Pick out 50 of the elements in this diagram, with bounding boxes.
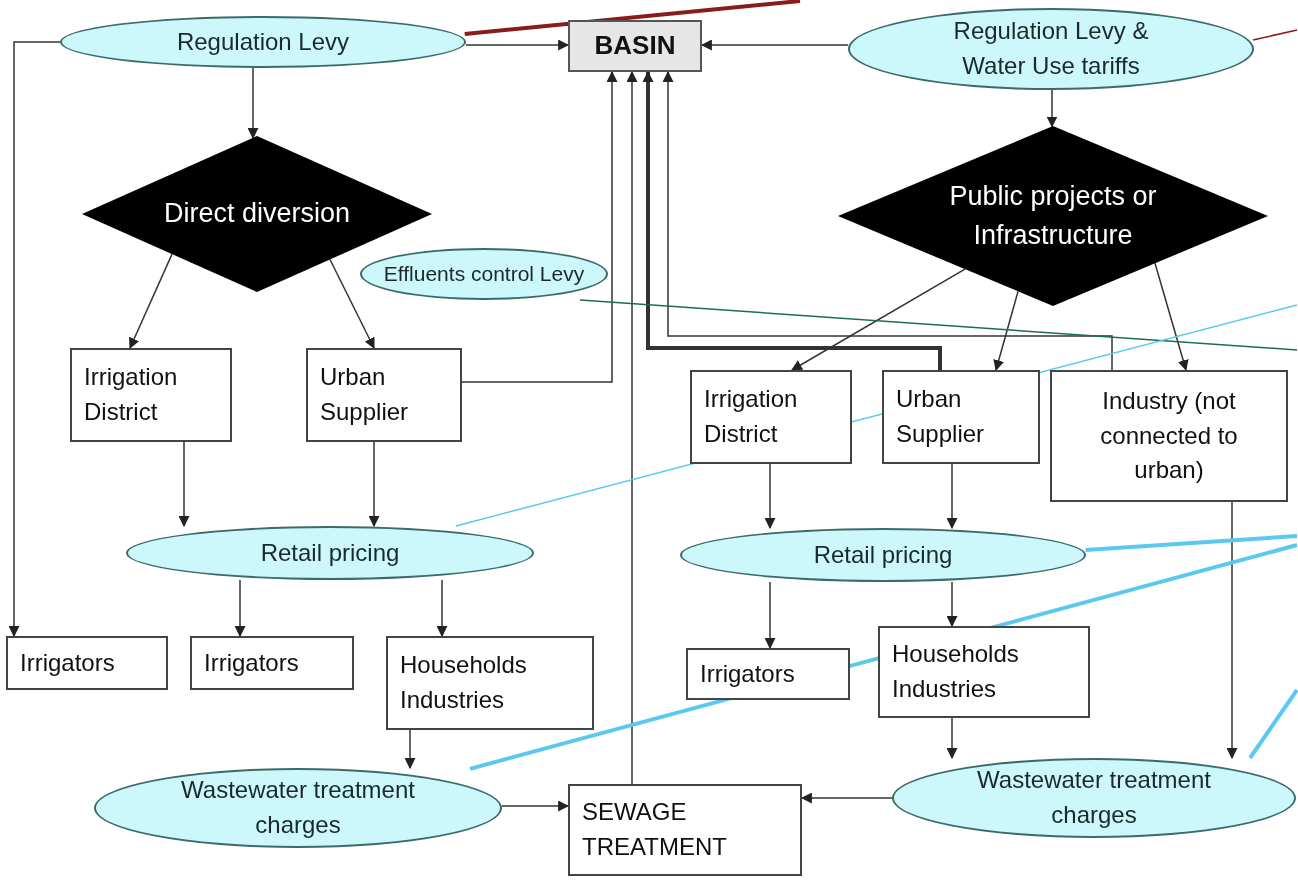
process-box: Irrigators — [686, 648, 850, 700]
arrow — [642, 70, 942, 370]
levy-oval: Retail pricing — [680, 528, 1086, 582]
levy-oval: Retail pricing — [126, 526, 534, 580]
arrow — [436, 579, 448, 638]
arrow — [1046, 89, 1058, 128]
arrow — [764, 463, 776, 530]
leader-line — [1248, 688, 1298, 760]
levy-oval: Regulation Levy — [60, 16, 466, 68]
arrow — [1154, 262, 1189, 372]
levy-oval: Wastewater treatment charges — [892, 758, 1296, 838]
arrow — [129, 253, 173, 349]
arrow — [662, 70, 1113, 371]
levy-oval: Regulation Levy & Water Use tariffs — [848, 8, 1254, 90]
arrow — [946, 463, 958, 530]
leader-line — [1252, 29, 1298, 41]
process-box: Urban Supplier — [306, 348, 462, 442]
process-box: Irrigators — [6, 636, 168, 690]
arrow — [234, 579, 246, 638]
basin-box: BASIN — [568, 20, 702, 72]
arrow — [946, 717, 958, 760]
arrow — [178, 441, 190, 528]
process-box: Irrigators — [190, 636, 354, 690]
leader-line — [464, 0, 801, 36]
arrow — [993, 290, 1019, 372]
process-box: SEWAGE TREATMENT — [568, 784, 802, 876]
arrow — [368, 441, 380, 528]
arrow — [465, 39, 570, 51]
levy-oval: Wastewater treatment charges — [94, 768, 502, 848]
arrow — [247, 67, 259, 139]
leader-line — [1085, 534, 1298, 552]
arrow — [501, 800, 570, 812]
arrow — [404, 729, 416, 770]
arrow — [626, 70, 638, 785]
process-box: Irrigation District — [690, 370, 852, 464]
arrow — [461, 70, 618, 383]
process-box: Urban Supplier — [882, 370, 1040, 464]
decision-diamond: Public projects or Infrastructure — [838, 126, 1268, 306]
arrow — [764, 581, 776, 650]
process-box: Households Industries — [878, 626, 1090, 718]
process-box: Industry (not connected to urban) — [1050, 370, 1288, 502]
process-box: Households Industries — [386, 636, 594, 730]
arrow — [1226, 501, 1238, 760]
arrow — [329, 258, 375, 349]
process-box: Irrigation District — [70, 348, 232, 442]
leader-line — [579, 299, 1298, 351]
arrow — [8, 41, 61, 638]
arrow — [946, 581, 958, 628]
levy-oval: Effluents control Levy — [360, 248, 608, 300]
arrow — [791, 268, 966, 371]
